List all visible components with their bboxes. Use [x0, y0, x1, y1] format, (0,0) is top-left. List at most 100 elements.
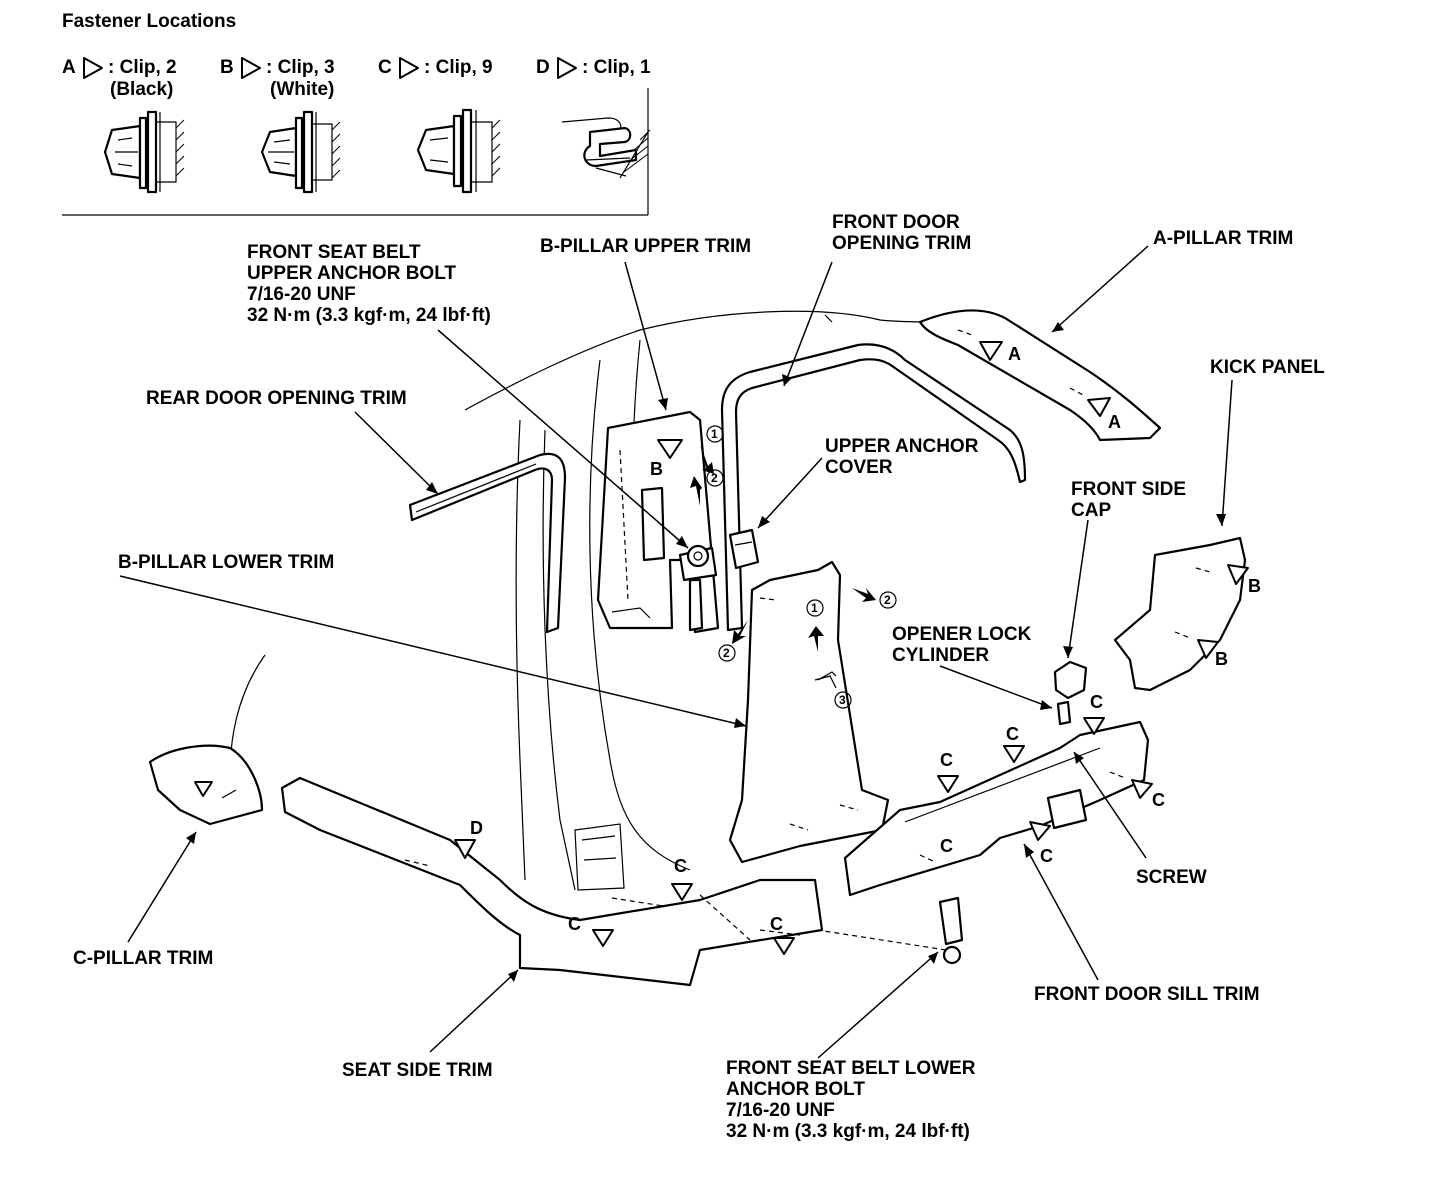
arrow-up-icon — [808, 626, 824, 652]
seat-belt-lower-anchor — [611, 896, 964, 965]
removal-steps: 1 2 1 2 2 3 — [690, 425, 897, 709]
legend-a-text: : Clip, 2 — [108, 57, 177, 78]
arrow-left-icon — [732, 620, 748, 644]
callout-b: B — [1215, 649, 1228, 669]
callout-a: A — [1008, 344, 1021, 364]
callout-c: C — [1006, 724, 1019, 744]
step-badge — [706, 469, 724, 487]
step-2-label: 2 — [884, 593, 891, 607]
clip-d-marker-icon — [454, 839, 476, 859]
clip-c-marker-icon — [773, 937, 795, 955]
legend-a-letter: A — [62, 57, 76, 78]
front-side-cap-label-1: FRONT SIDE — [1071, 479, 1186, 500]
clip-b-marker-icon — [657, 439, 683, 459]
triangle-marker-icon — [83, 57, 103, 79]
part-labels: FRONT SEAT BELT UPPER ANCHOR BOLT 7/16-2… — [73, 212, 1325, 1142]
kick-panel: B B — [1113, 536, 1261, 692]
upper-anchor-cover — [728, 528, 760, 570]
triangle-marker-icon — [399, 57, 419, 79]
c-pillar-trim — [148, 744, 264, 826]
legend-b-text: : Clip, 3 — [266, 57, 335, 78]
clip-marker-icon — [194, 781, 213, 797]
clip-b-marker-icon — [1227, 564, 1249, 585]
seat-belt-upper — [678, 544, 718, 632]
callout-a: A — [1108, 412, 1121, 432]
opener-lock-label-1: OPENER LOCK — [892, 624, 1032, 645]
front-door-sill-label: FRONT DOOR SILL TRIM — [1034, 984, 1260, 1005]
legend-a-sub: (Black) — [110, 79, 173, 100]
legend-c-letter: C — [378, 57, 392, 78]
triangle-marker-icon — [241, 57, 261, 79]
front-door-opening-label-2: OPENING TRIM — [832, 233, 971, 254]
callout-b: B — [1248, 576, 1261, 596]
fastener-legend: Fastener Locations A : Clip, 2 (Black) — [62, 11, 651, 216]
rear-door-opening-label: REAR DOOR OPENING TRIM — [146, 388, 407, 409]
clip-a-marker-icon — [1087, 397, 1111, 417]
callout-c: C — [1090, 692, 1103, 712]
arrow-up-icon — [690, 476, 702, 506]
step-1-label: 1 — [811, 601, 818, 615]
legend-item-a: A : Clip, 2 (Black) — [62, 57, 185, 194]
b-pillar-lower-trim — [728, 560, 890, 864]
belt-upper-label-4: 32 N·m (3.3 kgf·m, 24 lbf·ft) — [247, 305, 491, 326]
legend-item-d: D : Clip, 1 — [536, 57, 651, 179]
triangle-marker-icon — [557, 57, 577, 79]
clip-c-marker-icon — [937, 775, 959, 793]
a-pillar-trim: A A — [918, 309, 1162, 442]
rear-door-opening-trim — [408, 452, 567, 634]
callout-b: B — [650, 459, 663, 479]
callout-c: C — [1040, 846, 1053, 866]
step-badge — [879, 591, 897, 609]
c-pillar-label: C-PILLAR TRIM — [73, 948, 213, 969]
step-2-label: 2 — [723, 646, 730, 660]
arrow-down-icon — [700, 444, 714, 474]
arrow-right-icon — [852, 588, 876, 602]
belt-upper-label-3: 7/16-20 UNF — [247, 284, 356, 305]
belt-lower-label-4: 32 N·m (3.3 kgf·m, 24 lbf·ft) — [726, 1121, 970, 1142]
opener-lock-label-2: CYLINDER — [892, 645, 989, 666]
clip-b-marker-icon — [1197, 639, 1219, 659]
callout-c: C — [940, 836, 953, 856]
step-2-label: 2 — [711, 471, 718, 485]
belt-upper-label-1: FRONT SEAT BELT — [247, 242, 421, 263]
step-3-label: 3 — [839, 693, 846, 707]
callout-c: C — [568, 914, 581, 934]
clip-a-marker-icon — [979, 341, 1003, 361]
clip-c-marker-icon — [1131, 779, 1153, 799]
legend-c-text: : Clip, 9 — [424, 57, 493, 78]
clip-b-icon — [260, 110, 341, 194]
arrow-curved-icon — [817, 671, 837, 681]
belt-lower-label-1: FRONT SEAT BELT LOWER — [726, 1058, 976, 1079]
kick-panel-label: KICK PANEL — [1210, 357, 1325, 378]
callout-c: C — [940, 750, 953, 770]
legend-item-c: C : Clip, 9 — [378, 57, 501, 194]
legend-d-letter: D — [536, 57, 550, 78]
callout-c: C — [674, 856, 687, 876]
clip-c-marker-icon — [1003, 745, 1025, 763]
clip-c-marker-icon — [1083, 717, 1105, 735]
legend-d-text: : Clip, 1 — [582, 57, 651, 78]
a-pillar-label: A-PILLAR TRIM — [1153, 228, 1293, 249]
upper-anchor-cover-label-1: UPPER ANCHOR — [825, 436, 979, 457]
step-badge — [806, 599, 824, 617]
belt-lower-label-3: 7/16-20 UNF — [726, 1100, 835, 1121]
clip-c-icon — [416, 108, 501, 194]
step-1-label: 1 — [711, 427, 718, 441]
b-pillar-upper-label: B-PILLAR UPPER TRIM — [540, 236, 751, 257]
legend-item-b: B : Clip, 3 (White) — [220, 57, 341, 194]
clip-a-icon — [103, 110, 185, 194]
clip-c-markers: C C C C C C C C C — [568, 692, 1165, 955]
front-door-opening-trim — [720, 343, 1027, 632]
front-side-cap — [1053, 660, 1088, 726]
callout-d: D — [470, 818, 483, 838]
upper-anchor-cover-label-2: COVER — [825, 457, 893, 478]
step-badge — [706, 425, 724, 443]
belt-lower-label-2: ANCHOR BOLT — [726, 1079, 865, 1100]
legend-title: Fastener Locations — [62, 11, 236, 32]
front-door-opening-label-1: FRONT DOOR — [832, 212, 960, 233]
legend-b-sub: (White) — [270, 79, 334, 100]
clip-c-marker-icon — [1029, 821, 1051, 841]
legend-b-letter: B — [220, 57, 234, 78]
